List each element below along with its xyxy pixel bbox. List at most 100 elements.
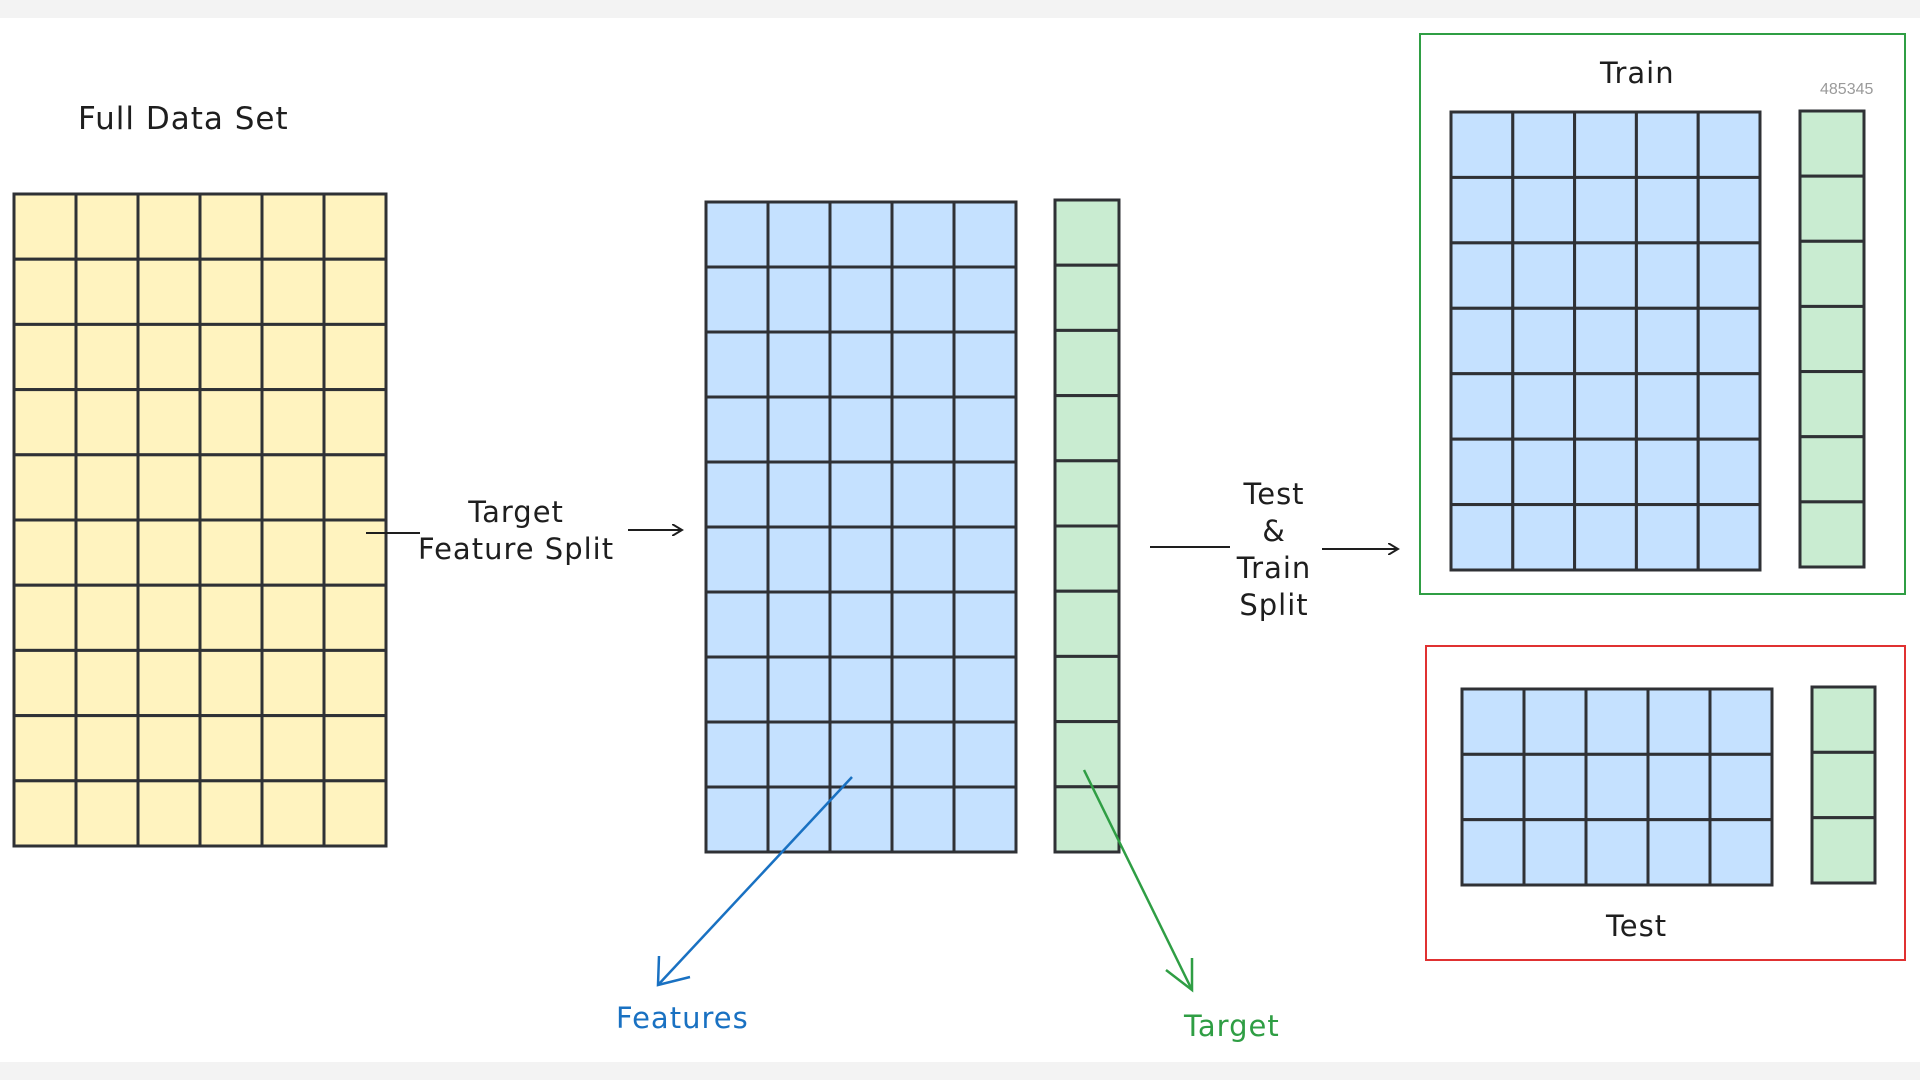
dataset-cell [74, 322, 140, 392]
train-feature-cell [1449, 503, 1515, 572]
test-frame [1425, 645, 1906, 961]
target-arrow [1082, 769, 1194, 993]
test-train-split-label-line1: Test [1243, 477, 1305, 511]
dataset-cell [198, 648, 264, 718]
train-feature-cell [1573, 110, 1638, 179]
dataset-cell [74, 583, 140, 652]
test-feature-cell [1708, 818, 1774, 887]
train-feature-cell [1449, 437, 1515, 507]
features-grid [704, 200, 1018, 854]
train-feature-cell [1696, 241, 1762, 310]
target-label: Target [1184, 1009, 1280, 1043]
target-cell [1053, 263, 1121, 332]
train-feature-cell [1634, 372, 1700, 441]
target-cell [1053, 720, 1121, 789]
dataset-cell [136, 583, 202, 652]
dataset-cell [136, 453, 202, 522]
train-feature-cell [1511, 110, 1577, 179]
feature-cell [704, 590, 770, 659]
test-target-cell [1810, 685, 1877, 754]
watermark-number: 485345 [1820, 81, 1874, 98]
feature-cell [828, 590, 894, 659]
feature-cell [766, 460, 832, 529]
test-feature-cell [1646, 687, 1712, 756]
feature-cell [952, 395, 1018, 464]
train-feature-cell [1511, 372, 1577, 441]
train-feature-cell [1696, 372, 1762, 441]
dataset-cell [322, 192, 388, 261]
dataset-cell [198, 257, 264, 326]
dataset-cell [74, 518, 140, 587]
train-target-cell [1798, 304, 1866, 374]
feature-cell [766, 395, 832, 464]
train-target-cell [1798, 500, 1866, 569]
test-feature-cell [1646, 818, 1712, 887]
dataset-cell [136, 714, 202, 783]
dataset-cell [322, 714, 388, 783]
dataset-cell [136, 518, 202, 587]
train-feature-cell [1511, 503, 1577, 572]
feature-cell [766, 525, 832, 594]
dataset-cell [198, 322, 264, 392]
train-feature-cell [1696, 110, 1762, 179]
train-feature-cell [1573, 372, 1638, 441]
feature-cell [890, 460, 956, 529]
dataset-cell [260, 583, 326, 652]
train-label: Train [1600, 56, 1675, 90]
feature-cell [766, 720, 832, 789]
train-feature-cell [1511, 241, 1577, 310]
feature-cell [890, 720, 956, 789]
dataset-cell [136, 779, 202, 848]
dataset-cell [322, 322, 388, 392]
target-cell [1053, 198, 1121, 267]
dataset-cell [12, 518, 78, 587]
feature-cell [952, 330, 1018, 399]
feature-cell [704, 265, 770, 334]
dataset-cell [198, 518, 264, 587]
train-feature-cell [1449, 175, 1515, 245]
dataset-cell [260, 388, 326, 457]
feature-cell [952, 590, 1018, 659]
feature-cell [766, 265, 832, 334]
feature-cell [952, 200, 1018, 269]
train-feature-cell [1696, 437, 1762, 507]
feature-cell [952, 655, 1018, 724]
target-cell [1053, 654, 1121, 724]
target-cell [1053, 328, 1121, 398]
dataset-cell [260, 453, 326, 522]
dataset-cell [136, 648, 202, 718]
train-feature-cell [1634, 503, 1700, 572]
feature-cell [828, 330, 894, 399]
feature-cell [890, 785, 956, 854]
feature-cell [890, 330, 956, 399]
dataset-cell [12, 648, 78, 718]
dataset-cell [198, 779, 264, 848]
dataset-cell [260, 518, 326, 587]
dataset-cell [322, 648, 388, 718]
feature-cell [766, 785, 832, 854]
train-feature-cell [1449, 306, 1515, 376]
feature-cell [828, 655, 894, 724]
feature-cell [828, 525, 894, 594]
top-band [0, 0, 1920, 18]
train-feature-cell [1449, 110, 1515, 179]
dataset-cell [260, 322, 326, 392]
test-feature-cell [1708, 752, 1774, 822]
train-target-grid [1798, 109, 1866, 569]
dataset-cell [322, 518, 388, 587]
train-feature-cell [1696, 306, 1762, 376]
target-cell [1053, 524, 1121, 593]
dataset-cell [198, 192, 264, 261]
test-train-split-label: Test & Train Split [1215, 476, 1333, 624]
dataset-cell [322, 388, 388, 457]
train-feature-cell [1511, 437, 1577, 507]
train-feature-cell [1634, 306, 1700, 376]
feature-cell [828, 265, 894, 334]
feature-cell [704, 525, 770, 594]
dataset-cell [198, 388, 264, 457]
train-feature-cell [1634, 175, 1700, 245]
dataset-cell [136, 322, 202, 392]
test-train-split-label-line2: & [1262, 514, 1286, 548]
test-feature-cell [1460, 687, 1526, 756]
